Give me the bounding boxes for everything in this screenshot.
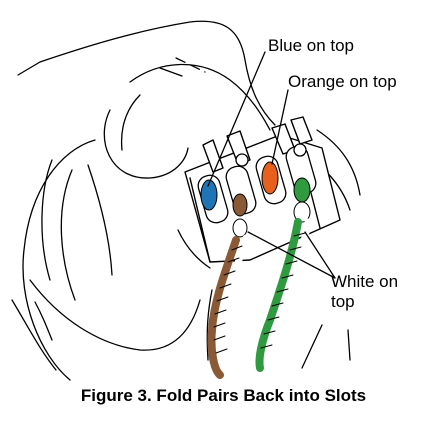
orange-leader-line <box>271 89 289 165</box>
white-leader-line-2 <box>247 231 336 279</box>
brown-wire-end <box>232 193 248 238</box>
green-wire-end <box>293 177 311 223</box>
blue-wire <box>200 179 218 211</box>
green-twisted-pair <box>255 218 312 372</box>
callout-leader-lines <box>207 51 336 279</box>
orange-on-top-label: Orange on top <box>288 72 397 91</box>
blue-on-top-label: Blue on top <box>268 36 355 55</box>
orange-wire <box>261 161 279 195</box>
white-on-top-label: White on top <box>331 272 399 311</box>
figure-caption: Figure 3. Fold Pairs Back into Slots <box>80 386 367 405</box>
blue-leader-line <box>207 51 266 187</box>
hand-outline <box>11 20 361 381</box>
brown-twisted-pair <box>207 234 250 379</box>
white-leader-line-1 <box>304 231 336 279</box>
